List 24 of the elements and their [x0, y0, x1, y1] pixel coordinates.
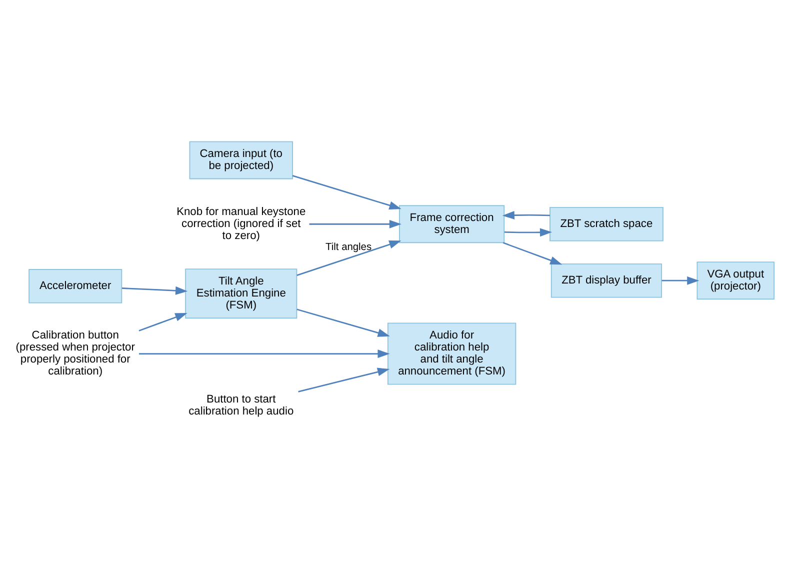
node-box: Camera input (to be projected)	[189, 140, 293, 179]
node-box: Frame correction system	[399, 204, 505, 243]
edge-label: Tilt angles	[326, 241, 372, 252]
arrow	[502, 210, 550, 219]
arrow	[502, 242, 562, 264]
node-box: ZBT display buffer	[550, 262, 662, 298]
arrow	[138, 349, 390, 358]
arrow	[296, 240, 402, 276]
node-box: Audio for calibration help and tilt angle announcement (FSM)	[387, 322, 516, 384]
node-box: ZBT scratch space	[550, 206, 664, 241]
node-box: VGA output (projector)	[696, 261, 775, 300]
arrow	[298, 367, 390, 392]
node-text: Knob for manual keystone correction (ignored if set to zero)	[176, 205, 306, 242]
node-box: Tilt Angle Estimation Engine (FSM)	[185, 268, 298, 318]
arrow	[662, 276, 700, 284]
node-box: Accelerometer	[28, 268, 122, 303]
arrow	[122, 286, 188, 294]
node-text: Calibration button (pressed when projector properly positioned for calibration)	[16, 329, 135, 378]
node-text: Button to start calibration help audio	[188, 392, 294, 418]
arrow	[504, 228, 552, 236]
arrow	[138, 312, 188, 331]
arrow	[292, 174, 402, 209]
arrow	[309, 219, 402, 228]
arrow	[296, 308, 390, 336]
